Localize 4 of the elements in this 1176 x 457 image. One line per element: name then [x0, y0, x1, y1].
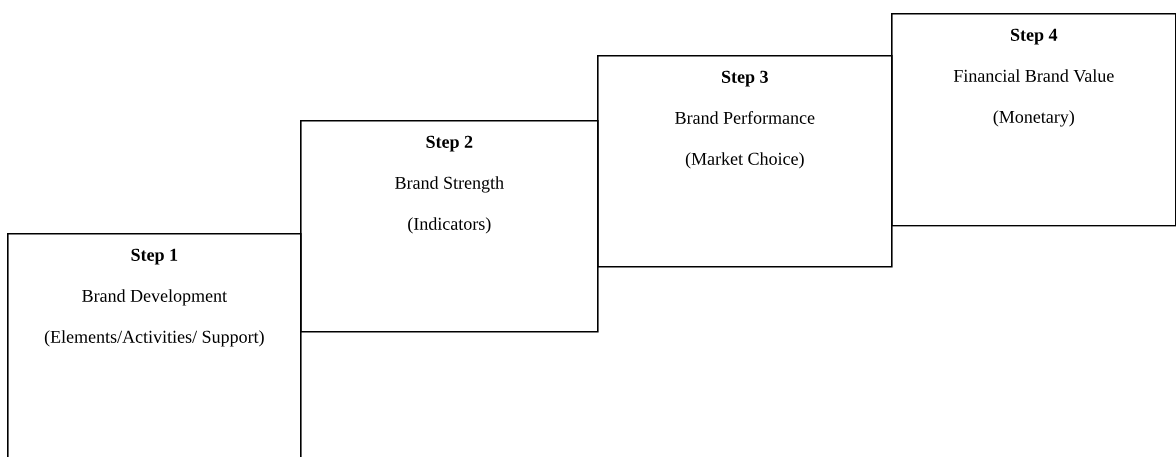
- step-box: Step 1 Brand Development (Elements/Activities/ Support): [7, 233, 302, 457]
- step-box: Step 2 Brand Strength (Indicators): [300, 120, 599, 333]
- step-box: Step 4 Financial Brand Value (Monetary): [891, 13, 1176, 227]
- step-box: Step 3 Brand Performance (Market Choice): [597, 55, 893, 268]
